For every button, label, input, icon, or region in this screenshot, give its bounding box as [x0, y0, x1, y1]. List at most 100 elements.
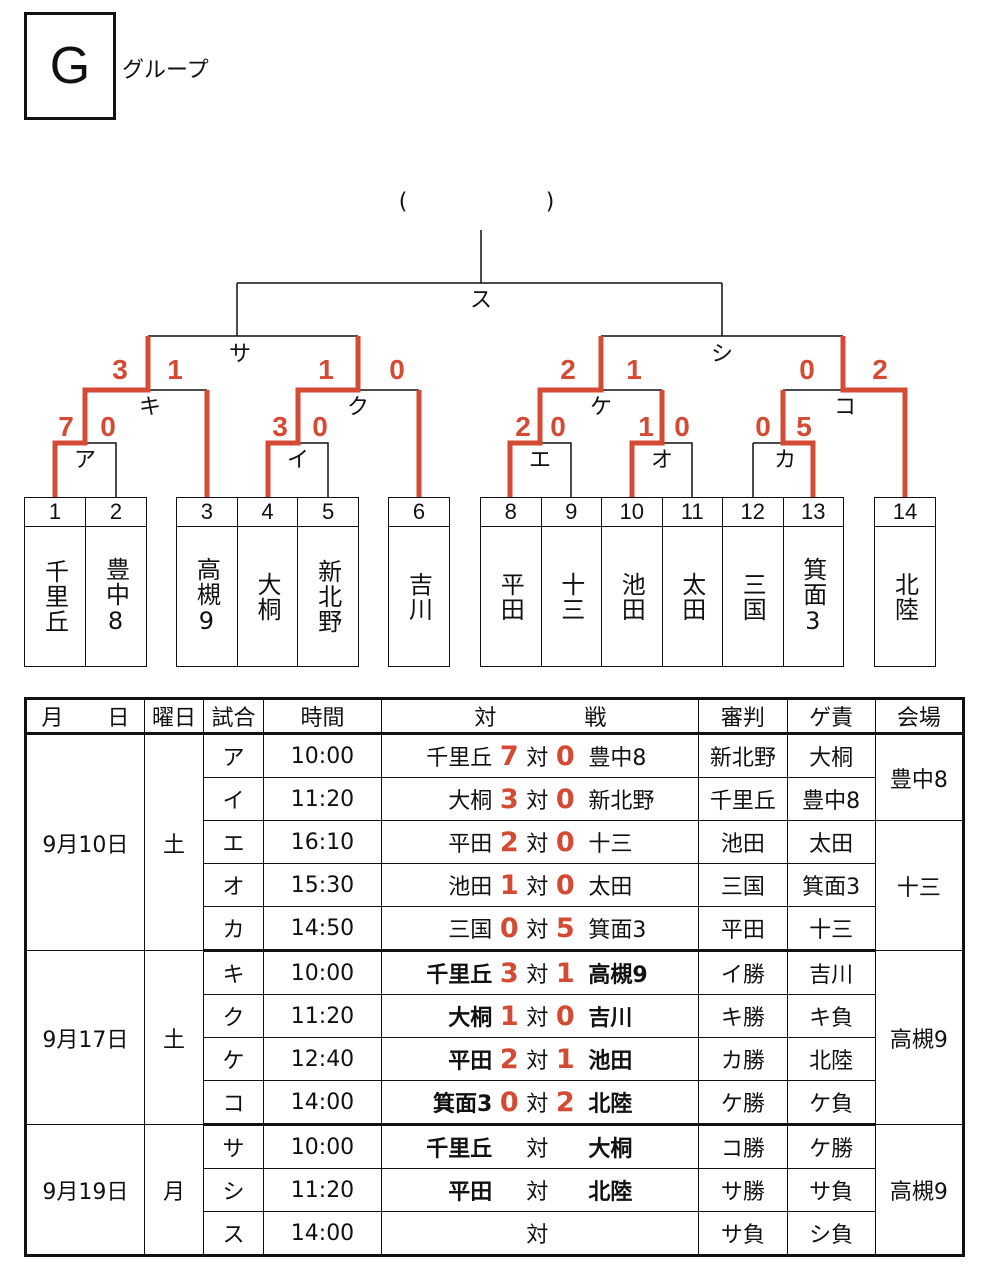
score: 2	[872, 354, 888, 385]
matchup-cell: 千里丘対大桐	[381, 1124, 700, 1169]
referee-cell: ケ勝	[698, 1080, 788, 1126]
team2: 吉川	[588, 1006, 633, 1031]
header-match: 試合	[203, 698, 264, 735]
header-matchup: 対 戦	[381, 698, 700, 735]
team2: 新北野	[588, 789, 655, 814]
time-cell: 14:00	[262, 1080, 383, 1126]
referee-cell: キ勝	[698, 994, 788, 1038]
time-cell: 11:20	[262, 1168, 383, 1212]
duty-cell: 十三	[786, 906, 876, 952]
match-id-cell: ス	[203, 1211, 264, 1257]
score: 2	[560, 354, 576, 385]
bracket-lines	[52, 230, 908, 497]
team-name: 千里丘	[40, 559, 69, 634]
day-cell: 月	[143, 1124, 205, 1256]
referee-cell: 千里丘	[698, 777, 788, 821]
match-id-cell: シ	[203, 1168, 264, 1212]
duty-cell: サ負	[786, 1168, 876, 1212]
match-id-cell: オ	[203, 863, 264, 907]
duty-cell: ケ勝	[786, 1124, 876, 1169]
team1: 三国	[448, 918, 493, 943]
team1: 千里丘	[426, 963, 493, 988]
score: 3	[112, 354, 128, 385]
score2: 5	[555, 912, 575, 944]
duty-cell: ケ負	[786, 1080, 876, 1126]
table-header: 月 日 曜日 試合 時間 対 戦 審判 ゲ責 会場	[25, 698, 965, 735]
match-label-ku: ク	[346, 395, 370, 420]
time-cell: 11:20	[262, 994, 383, 1038]
team2: 高槻9	[588, 963, 648, 988]
match-id-cell: ク	[203, 994, 264, 1038]
referee-cell: 新北野	[698, 733, 788, 778]
score: 1	[626, 354, 642, 385]
score1: 0	[499, 1086, 519, 1118]
team2: 太田	[588, 875, 633, 900]
score1: 7	[499, 740, 519, 772]
team-number: 9	[541, 498, 601, 527]
match-id-cell: ア	[203, 733, 264, 778]
team-number: 8	[481, 498, 541, 527]
vs-label: 対	[526, 1223, 549, 1248]
score: 3	[272, 411, 288, 442]
team-number: 14	[875, 498, 935, 527]
team2: 池田	[588, 1049, 633, 1074]
match-id-cell: エ	[203, 820, 264, 864]
team-name: 池田	[617, 571, 646, 622]
vs-label: 対	[526, 875, 549, 900]
team-number: 10	[602, 498, 662, 527]
team2: 北陸	[588, 1092, 633, 1117]
team1: 平田	[448, 832, 493, 857]
referee-cell: カ勝	[698, 1037, 788, 1081]
match-label-ke: ケ	[589, 395, 613, 420]
team-name: 新北野	[313, 559, 342, 634]
date-cell: 9月19日	[25, 1124, 145, 1256]
vs-label: 対	[526, 789, 549, 814]
match-label-ko: コ	[833, 395, 857, 420]
venue-cell: 豊中8	[874, 733, 965, 821]
team-number: 4	[237, 498, 298, 527]
vs-label: 対	[526, 1180, 549, 1205]
winner-paths	[52, 336, 908, 497]
day-cell: 土	[143, 733, 205, 951]
vs-label: 対	[526, 832, 549, 857]
score2: 0	[555, 826, 575, 858]
group-title: グループ	[122, 58, 209, 83]
referee-cell: 平田	[698, 906, 788, 952]
paren-close: )	[545, 189, 555, 215]
match-label-a: ア	[73, 448, 97, 473]
score: 0	[755, 411, 771, 442]
duty-cell: 豊中8	[786, 777, 876, 821]
score: 0	[389, 354, 405, 385]
team-number: 6	[389, 498, 449, 527]
time-cell: 16:10	[262, 820, 383, 864]
matchup-cell: 対	[381, 1211, 700, 1257]
duty-cell: 箕面3	[786, 863, 876, 907]
vs-label: 対	[526, 1092, 549, 1117]
match-label-e: エ	[528, 448, 552, 473]
match-label-ka: カ	[773, 448, 797, 473]
time-cell: 10:00	[262, 733, 383, 778]
score: 0	[799, 354, 815, 385]
team1: 千里丘	[426, 1137, 493, 1162]
team-name: 十三	[556, 571, 585, 622]
score2: 0	[555, 740, 575, 772]
score1: 3	[499, 957, 519, 989]
team-number: 11	[662, 498, 722, 527]
